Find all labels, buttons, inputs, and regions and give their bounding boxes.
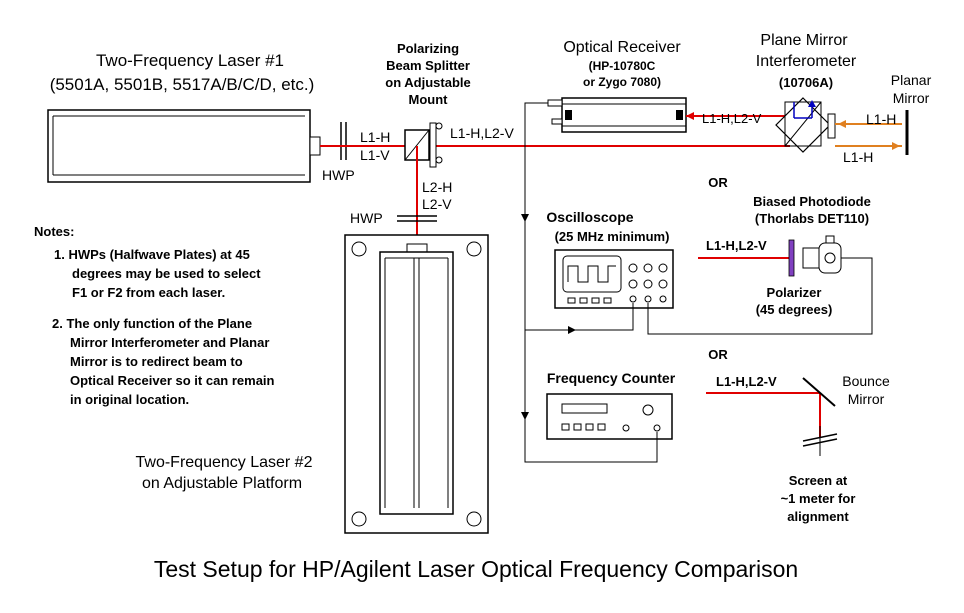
note-2-line-2: Mirror Interferometer and Planar (70, 335, 269, 350)
beam-label-combined: L1-H,L2-V (450, 125, 514, 141)
frequency-counter (546, 393, 673, 440)
screen-label-2: ~1 meter for (781, 491, 856, 506)
receiver-model-1: (HP-10780C (589, 59, 656, 73)
laser-2-platform-label: on Adjustable Platform (142, 475, 302, 492)
note-2-line-5: in original location. (70, 392, 189, 407)
laser-2-label: Two-Frequency Laser #2 (136, 454, 313, 471)
note-1-line-1: 1. HWPs (Halfwave Plates) at 45 (54, 247, 250, 262)
beam-label-l1h: L1-H (360, 129, 390, 145)
bounce-mirror-label-1: Bounce (842, 373, 890, 389)
polarizer (788, 239, 795, 277)
receiver-model-2: or Zygo 7080) (583, 75, 661, 89)
bounce-mirror (802, 377, 836, 407)
alignment-screen (802, 426, 838, 456)
laser-1-body (47, 109, 321, 183)
interferometer-model: (10706A) (779, 75, 833, 90)
splitter-label-1: Polarizing (397, 41, 459, 56)
interferometer-label-2: Interferometer (756, 53, 857, 70)
beam-label-planar-bottom: L1-H (843, 149, 873, 165)
mirror-arrow-icon (808, 100, 816, 107)
note-2-line-3: Mirror is to redirect beam to (70, 354, 243, 369)
splitter-label-4: Mount (409, 92, 449, 107)
planar-mirror-label-2: Mirror (893, 90, 930, 106)
note-2-line-1: 2. The only function of the Plane (52, 316, 252, 331)
splitter-label-2: Beam Splitter (386, 58, 470, 73)
biased-photodiode (802, 235, 842, 274)
signal-cables (524, 102, 873, 463)
beam-label-planar-top: L1-H (866, 111, 896, 127)
beam-label-receiver: L1-H,L2-V (702, 111, 762, 126)
note-1-line-3: F1 or F2 from each laser. (72, 285, 225, 300)
bounce-mirror-label-2: Mirror (848, 391, 885, 407)
planar-mirror-label-1: Planar (891, 72, 932, 88)
oscilloscope (554, 249, 674, 309)
screen-label-3: alignment (787, 509, 849, 524)
page-title: Test Setup for HP/Agilent Laser Optical … (154, 556, 798, 582)
polarizer-label-2: (45 degrees) (756, 302, 833, 317)
interferometer-label-1: Plane Mirror (760, 32, 848, 49)
polarizing-beam-splitter (404, 122, 443, 168)
hwp-2-label: HWP (350, 210, 383, 226)
beam-label-l1v: L1-V (360, 147, 390, 163)
screen-label-1: Screen at (789, 473, 848, 488)
plane-mirror-interferometer (775, 97, 836, 153)
splitter-label-3: on Adjustable (385, 75, 470, 90)
beam-label-photodiode: L1-H,L2-V (706, 238, 767, 253)
receiver-label: Optical Receiver (563, 39, 681, 56)
laser-1-models: (5501A, 5501B, 5517A/B/C/D, etc.) (50, 75, 315, 94)
beam-label-l2v: L2-V (422, 196, 452, 212)
photodiode-label-2: (Thorlabs DET110) (755, 211, 869, 226)
optical-receiver (547, 97, 687, 133)
notes-heading: Notes: (34, 224, 74, 239)
laser-2-platform (344, 234, 489, 534)
note-2-line-4: Optical Receiver so it can remain (70, 373, 275, 388)
beam-label-bounce: L1-H,L2-V (716, 374, 777, 389)
oscilloscope-label-2: (25 MHz minimum) (555, 229, 670, 244)
oscilloscope-label-1: Oscilloscope (546, 209, 633, 225)
or-label-2: OR (708, 347, 728, 362)
photodiode-label-1: Biased Photodiode (753, 194, 871, 209)
counter-label: Frequency Counter (547, 370, 676, 386)
laser-1-label: Two-Frequency Laser #1 (96, 51, 284, 70)
beam-label-l2h: L2-H (422, 179, 452, 195)
note-1-line-2: degrees may be used to select (72, 266, 261, 281)
hwp-1-label: HWP (322, 167, 355, 183)
polarizer-label-1: Polarizer (767, 285, 822, 300)
or-label-1: OR (708, 175, 728, 190)
